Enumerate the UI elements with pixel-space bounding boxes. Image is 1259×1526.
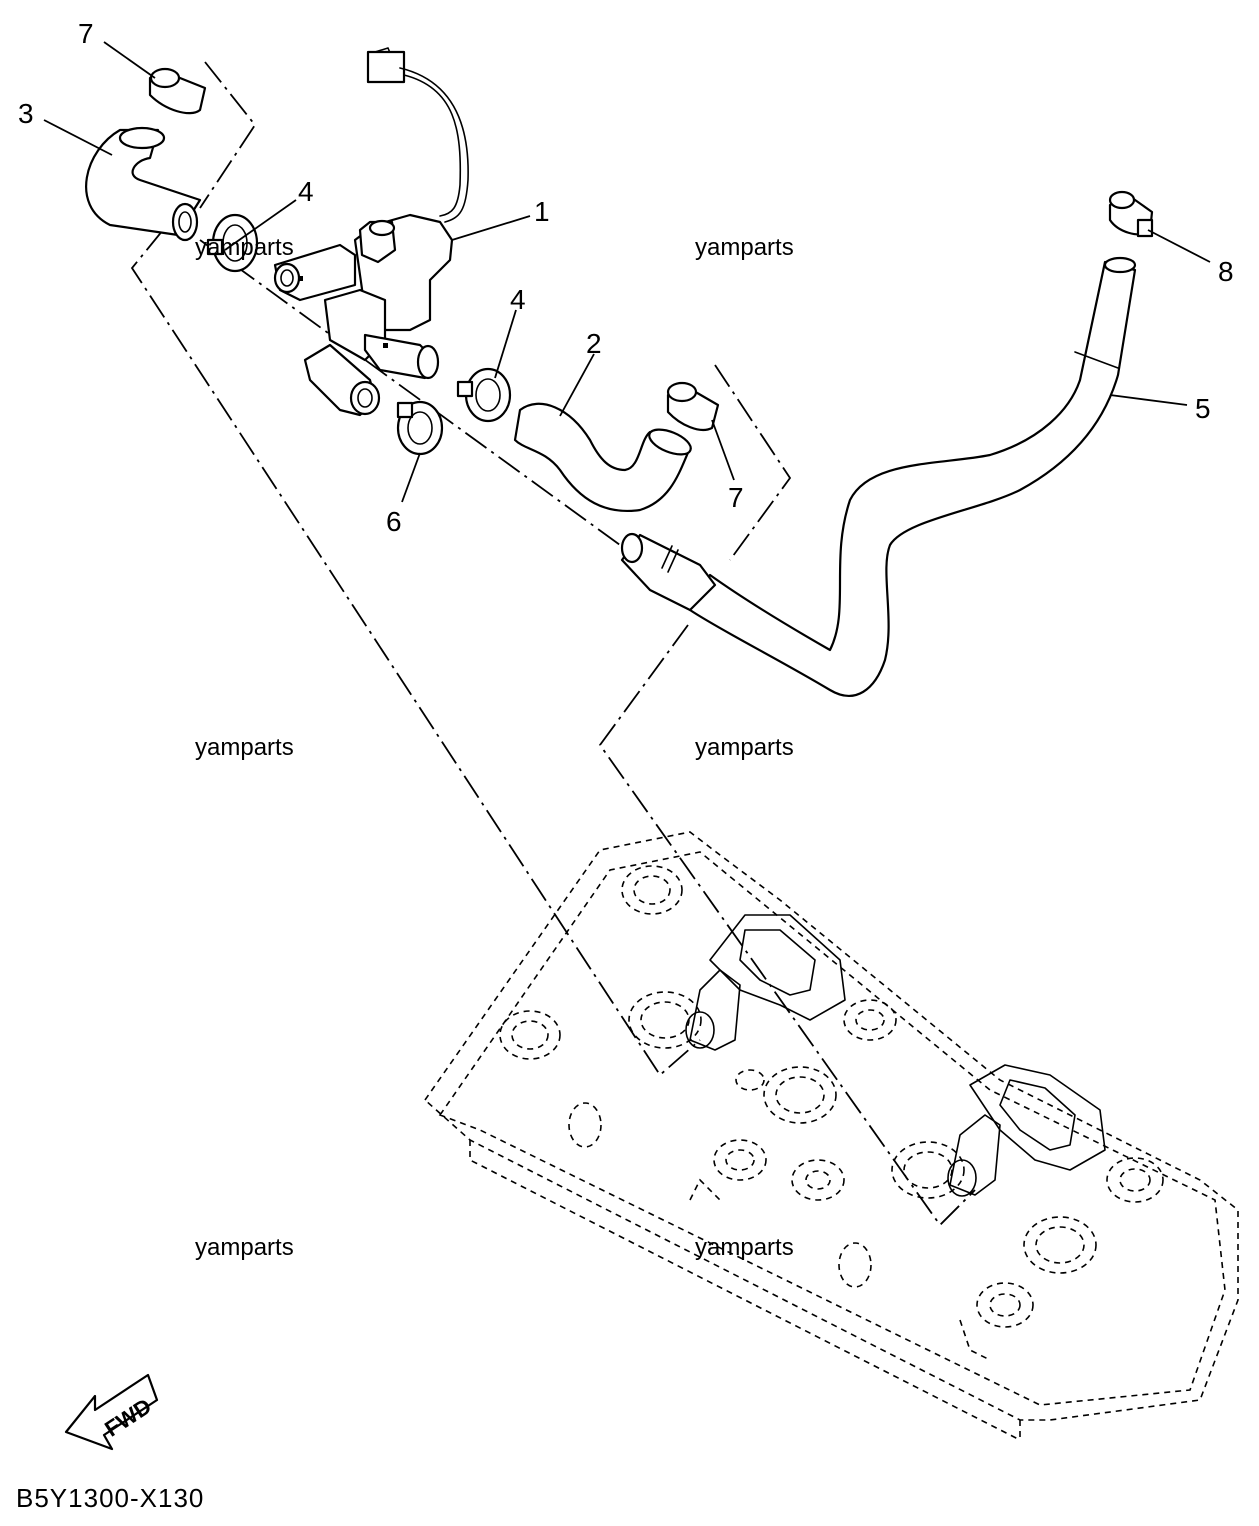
hose-long — [620, 256, 1137, 697]
watermark: yamparts — [195, 234, 294, 261]
watermark: yamparts — [195, 1234, 294, 1261]
callout-leaders — [43, 41, 1211, 503]
hose-short — [513, 402, 692, 512]
callout-5: 5 — [1195, 393, 1211, 424]
watermark: yamparts — [695, 734, 794, 761]
callout-1: 1 — [534, 196, 550, 227]
hose-clip — [148, 67, 207, 115]
callout-6: 6 — [386, 506, 402, 537]
diagram-code: B5Y1300-X130 — [16, 1483, 205, 1513]
hose-clamp — [396, 400, 444, 456]
callout-3: 3 — [18, 98, 34, 129]
air-induction-valve — [273, 47, 469, 417]
callout-4: 4 — [298, 176, 314, 207]
watermark: yamparts — [695, 234, 794, 261]
forward-direction-arrow-icon: FWD — [64, 1373, 159, 1451]
callout-2: 2 — [586, 328, 602, 359]
hose-clip — [666, 381, 720, 431]
hose-elbow — [85, 126, 202, 242]
callout-8: 8 — [1218, 256, 1234, 287]
hose-clamp — [456, 367, 512, 423]
callout-4: 4 — [510, 284, 526, 315]
hose-clamp — [1108, 190, 1154, 238]
callout-7: 7 — [78, 18, 94, 49]
callout-7: 7 — [728, 482, 744, 513]
assembly-lines — [130, 61, 976, 1227]
cylinder-head — [423, 831, 1239, 1441]
watermark: yamparts — [195, 734, 294, 761]
watermark: yamparts — [695, 1234, 794, 1261]
